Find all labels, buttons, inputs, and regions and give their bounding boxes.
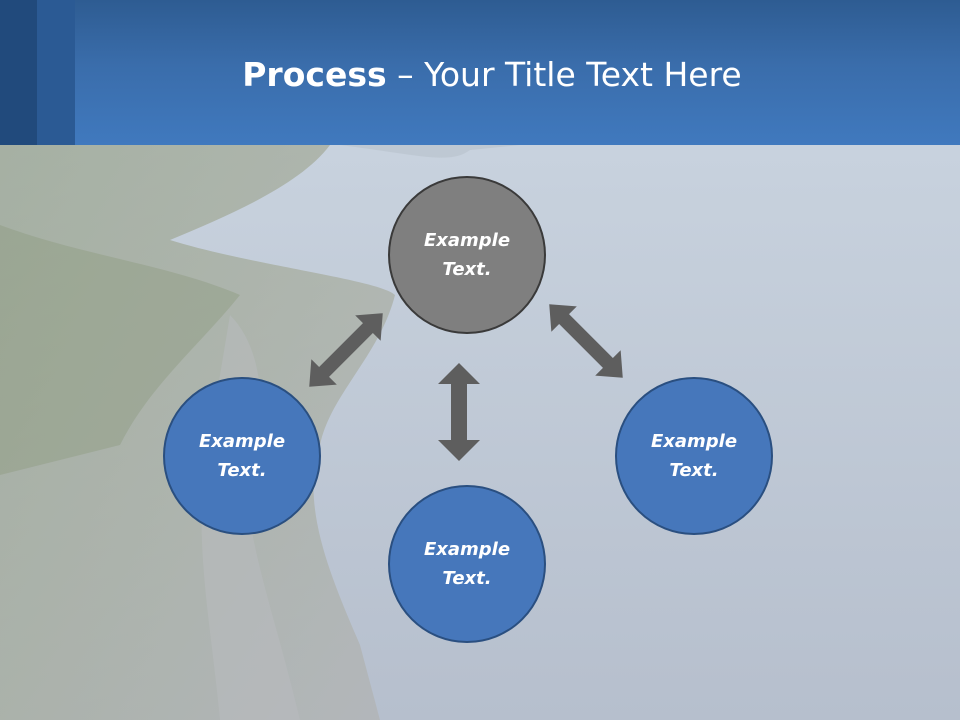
node-label-line: Text. bbox=[669, 460, 719, 481]
node-label-line: Example bbox=[198, 431, 286, 452]
title-bar: Process – Your Title Text Here bbox=[0, 0, 960, 145]
node-label-line: Example bbox=[650, 431, 738, 452]
header-accent-strip bbox=[37, 0, 75, 145]
slide-title-rest: – Your Title Text Here bbox=[386, 55, 742, 94]
node-label-line: Text. bbox=[442, 568, 492, 589]
node-label-line: Example bbox=[423, 539, 511, 560]
slide-title: Process – Your Title Text Here bbox=[0, 53, 960, 97]
double-arrow-icon bbox=[549, 304, 623, 378]
header-accent-strip bbox=[0, 0, 37, 145]
slide-title-bold: Process bbox=[242, 55, 387, 94]
node-label-line: Example bbox=[423, 230, 511, 251]
double-arrow-icon bbox=[309, 313, 383, 387]
node-label-line: Text. bbox=[442, 259, 492, 280]
node-label-line: Text. bbox=[217, 460, 267, 481]
double-arrow-icon bbox=[438, 363, 480, 461]
